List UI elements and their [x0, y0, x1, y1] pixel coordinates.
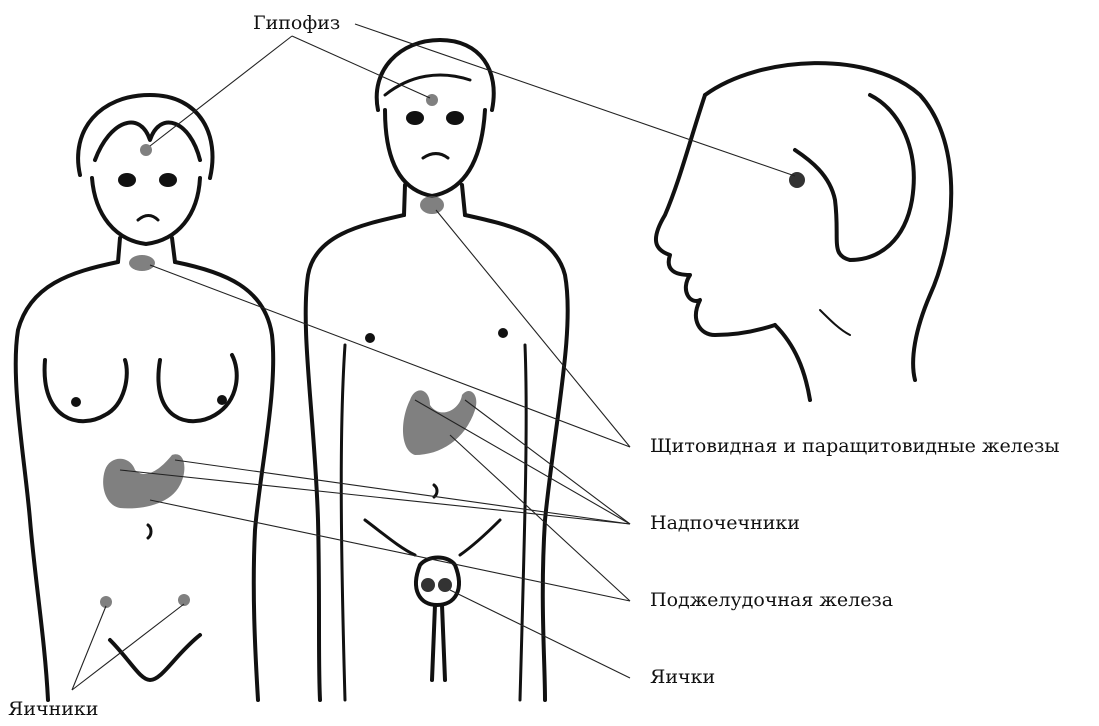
female-thyroid-gland [129, 255, 155, 271]
female-adrenal-pancreas [103, 454, 184, 508]
male-nipple-right [498, 328, 508, 338]
pancreas-line-male [450, 435, 630, 601]
male-eye-right [446, 111, 464, 125]
pituitary-line-profile [355, 24, 795, 176]
male-neck-left [404, 185, 405, 215]
male-inner-arm-right [520, 345, 526, 700]
female-nipple-left [71, 397, 81, 407]
male-testis-left [421, 578, 435, 592]
female-pelvis [110, 635, 200, 680]
female-hair [78, 95, 212, 178]
male-navel [434, 485, 437, 497]
neck-front [775, 325, 810, 400]
female-breast-right [158, 355, 236, 421]
pancreas-line-female [150, 500, 630, 601]
male-left-side [306, 215, 404, 700]
female-eye-right [159, 173, 177, 187]
male-groin-right [460, 520, 500, 555]
male-figure [306, 40, 568, 700]
profile-head [656, 63, 951, 400]
male-neck-right [462, 185, 465, 215]
testes-line [450, 590, 630, 678]
male-nipple-left [365, 333, 375, 343]
female-neck-right [172, 238, 175, 262]
male-pituitary-gland [426, 94, 438, 106]
label-pituitary: Гипофиз [253, 14, 340, 33]
pituitary-line-female [150, 36, 292, 146]
thyroid-line-female [150, 265, 630, 447]
female-navel [148, 525, 151, 538]
male-testis-right [438, 578, 452, 592]
female-breast-left [45, 360, 127, 421]
face-profile [656, 95, 775, 335]
female-neck-left [118, 238, 120, 262]
male-thyroid-gland [420, 196, 444, 214]
brain-outline [795, 95, 914, 260]
adrenal-line-female-1 [175, 460, 630, 524]
male-groin-left [365, 520, 415, 555]
label-pancreas: Поджелудочная железа [650, 591, 893, 610]
male-leg-gap-right [442, 605, 445, 680]
female-face [92, 178, 200, 244]
label-thyroid: Щитовидная и паращитовидные железы [650, 437, 1059, 456]
female-nipple-right [217, 395, 227, 405]
male-inner-arm-left [341, 345, 345, 700]
label-testes: Яички [650, 668, 715, 687]
male-mouth [423, 154, 448, 159]
label-ovaries: Яичники [8, 700, 98, 719]
female-figure [16, 95, 274, 700]
label-adrenal: Надпочечники [650, 514, 800, 533]
jaw-line [820, 310, 850, 335]
male-hair-line [385, 75, 470, 95]
adrenal-line-male-2 [415, 400, 630, 524]
male-eye-left [406, 111, 424, 125]
male-leg-gap-left [432, 605, 435, 680]
female-left-side [16, 262, 118, 700]
female-eye-left [118, 173, 136, 187]
male-right-side [465, 215, 568, 700]
adrenal-line-female-2 [120, 470, 630, 524]
female-mouth [138, 216, 158, 221]
ovaries-line-right [72, 604, 184, 690]
